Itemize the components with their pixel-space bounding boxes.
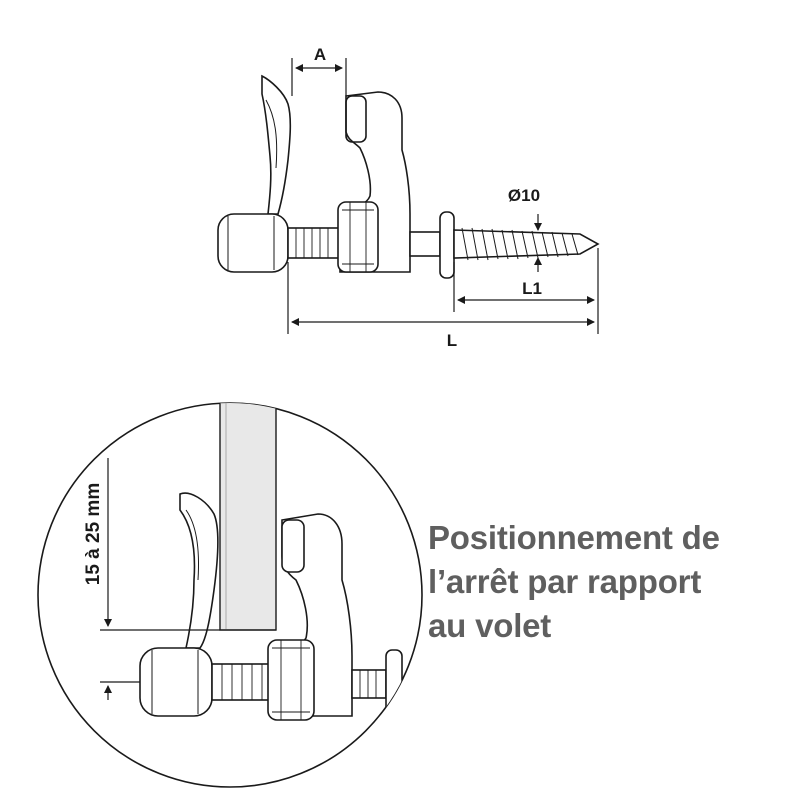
nut <box>337 201 379 273</box>
caption: Positionnement de l’arrêt par rapport au… <box>428 516 788 648</box>
dimension-height-label: 15 à 25 mm <box>83 483 104 585</box>
dimension-a <box>291 58 347 96</box>
product-side-view <box>217 74 600 279</box>
shutter-panel <box>219 403 277 631</box>
lever-hook <box>261 74 292 215</box>
detail-nut <box>267 639 315 721</box>
wood-screw <box>453 229 600 259</box>
caption-line-3: au volet <box>428 607 552 644</box>
dimension-l1-label: L1 <box>522 279 542 298</box>
dimension-l-label: L <box>447 331 457 350</box>
dimension-l <box>287 262 595 334</box>
caption-line-1: Positionnement de <box>428 519 720 556</box>
dimension-height <box>100 458 276 700</box>
detail-left-knob <box>139 647 213 717</box>
washer <box>439 211 455 279</box>
dimension-a-label: A <box>314 45 326 64</box>
dimension-l1 <box>453 248 599 334</box>
dimension-diameter-label: Ø10 <box>508 186 540 205</box>
caption-line-2: l’arrêt par rapport <box>428 563 702 600</box>
